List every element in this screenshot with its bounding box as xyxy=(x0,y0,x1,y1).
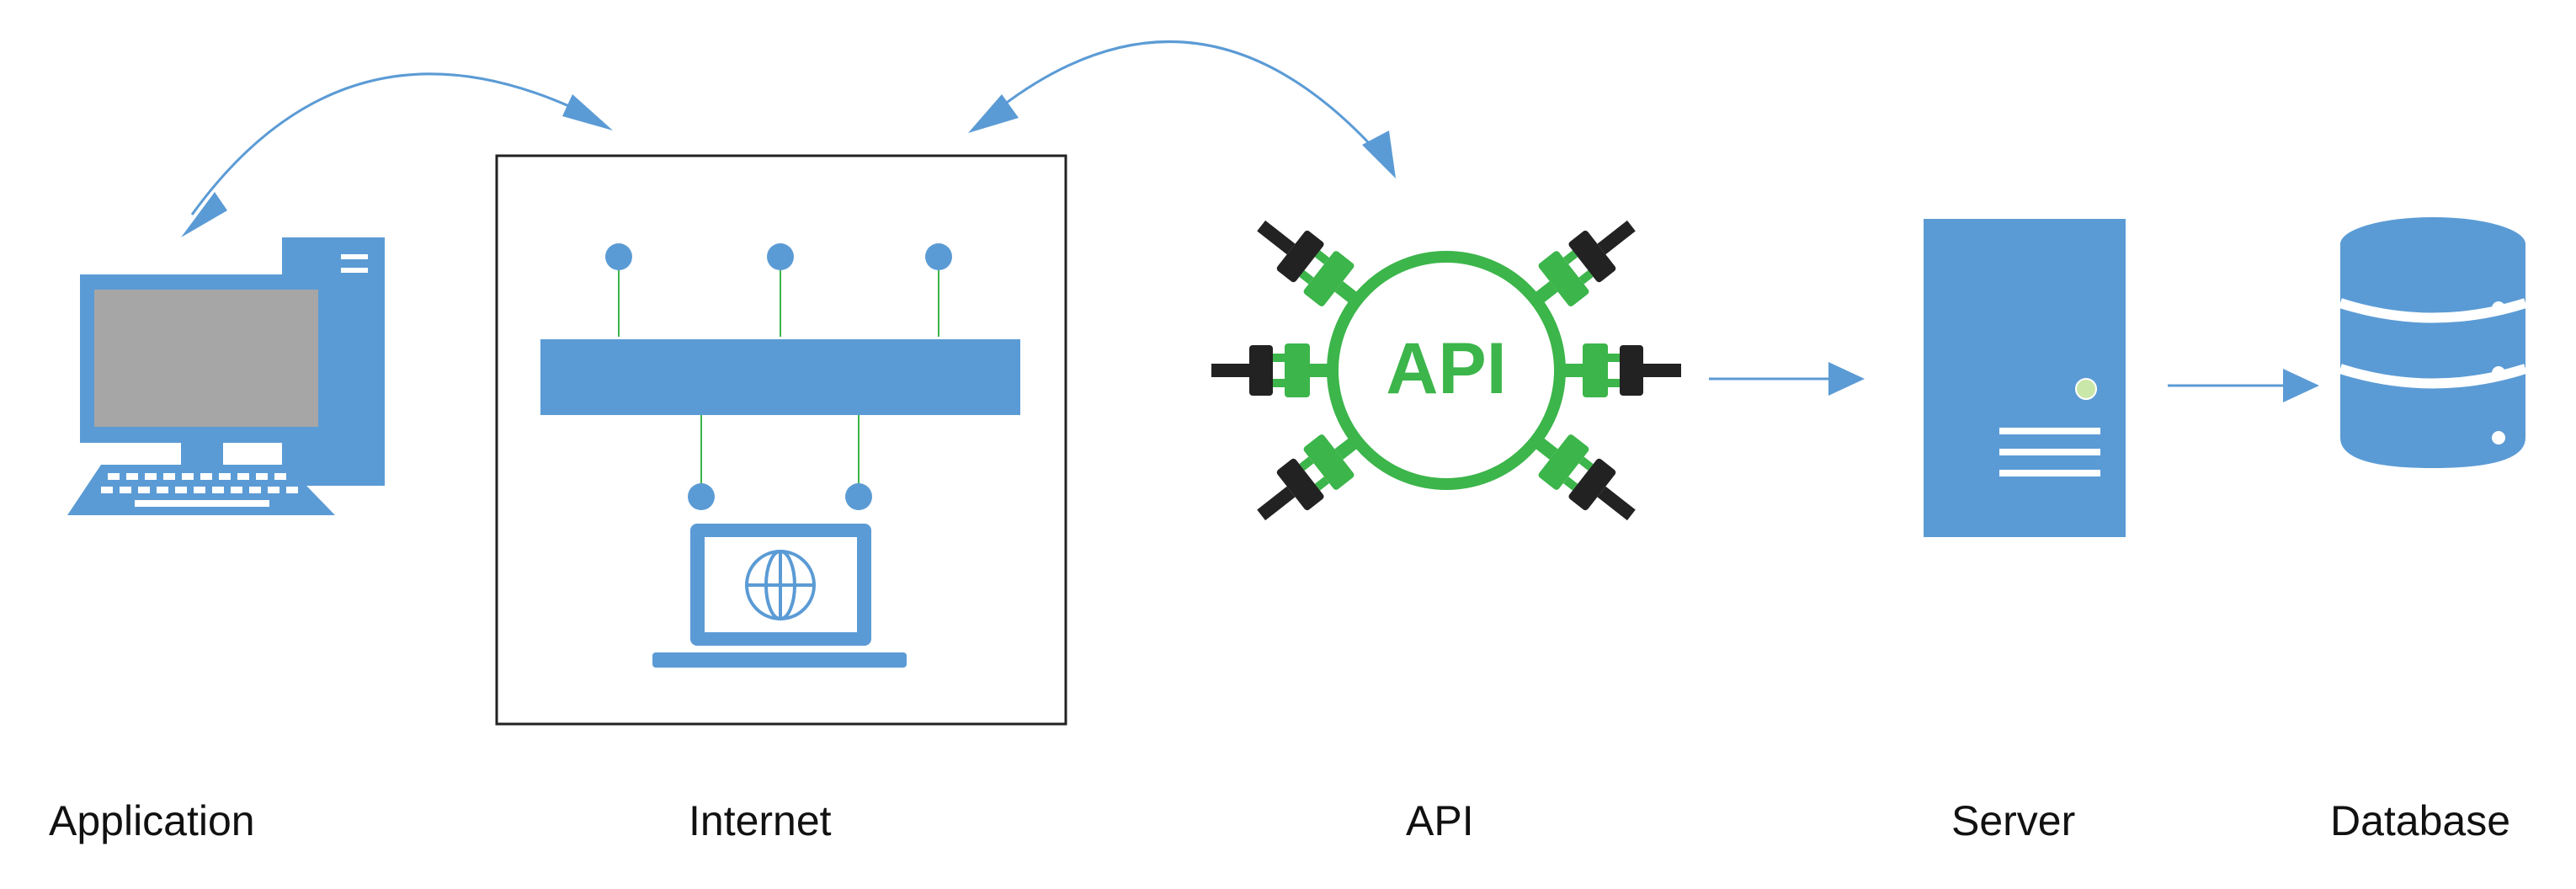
plug-top-left xyxy=(1257,220,1362,306)
monitor-screen xyxy=(94,290,318,427)
network-node xyxy=(845,483,872,510)
arrowhead-api xyxy=(1362,130,1396,178)
plug-right xyxy=(1559,343,1681,397)
label-api: API xyxy=(1406,797,1474,844)
database-body xyxy=(2340,244,2525,468)
server-tower-icon xyxy=(1924,219,2126,537)
arrowhead-database xyxy=(2283,369,2319,402)
database-top xyxy=(2340,217,2525,271)
network-node xyxy=(925,243,952,270)
network-node xyxy=(767,243,794,270)
plug-bottom-left xyxy=(1257,434,1362,521)
label-database: Database xyxy=(2330,797,2511,844)
plug-left xyxy=(1211,343,1333,397)
connection-api-server xyxy=(1709,362,1865,396)
server-status-light xyxy=(2075,378,2097,400)
desktop-computer-icon xyxy=(67,237,385,515)
connection-internet-api xyxy=(968,40,1396,178)
connection-server-database xyxy=(2168,369,2319,402)
plug-top-right xyxy=(1530,220,1636,306)
arrowhead-application xyxy=(181,192,227,237)
database-cylinder-icon xyxy=(2339,217,2527,468)
network-switch-bar xyxy=(540,339,1020,415)
arrowhead-internet-2 xyxy=(968,94,1019,133)
plug-bottom-right xyxy=(1530,434,1636,521)
connection-application-internet xyxy=(181,72,613,237)
arrowhead-internet xyxy=(562,94,613,130)
globe-icon xyxy=(745,550,816,620)
label-application: Application xyxy=(49,797,255,844)
label-internet: Internet xyxy=(689,797,832,844)
network-node xyxy=(688,483,715,510)
label-server: Server xyxy=(1951,797,2076,844)
laptop-base xyxy=(652,652,907,668)
network-node xyxy=(605,243,632,270)
api-badge-text: API xyxy=(1386,328,1506,409)
network-laptop-icon xyxy=(495,154,1067,726)
arrowhead-server xyxy=(1828,362,1865,396)
server-body xyxy=(1924,219,2126,537)
api-plugs-icon: API xyxy=(1211,220,1681,521)
